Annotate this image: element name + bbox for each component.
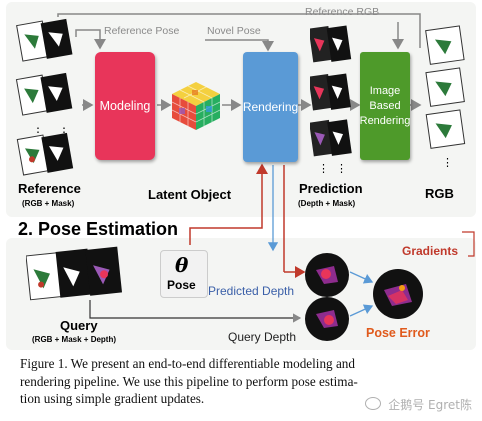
query-thumbnails — [25, 244, 126, 309]
predicted-depth-circle — [304, 252, 350, 303]
gradients-label: Gradients — [402, 244, 459, 258]
theta-icon: θ — [175, 253, 189, 277]
reference-pose-label: Reference Pose — [104, 25, 180, 37]
figure-caption: Figure 1. We present an end-to-end diffe… — [20, 355, 470, 408]
cube-icon — [170, 80, 222, 137]
pose-estimation-title: 2. Pose Estimation — [18, 219, 179, 239]
latent-object-label: Latent Object — [148, 187, 232, 202]
caption-line-3: tion using simple gradient updates. — [20, 391, 205, 406]
svg-text:⋮: ⋮ — [318, 163, 329, 175]
reference-sub-label: (RGB + Mask) — [22, 199, 75, 208]
ibr-label: Image Based Rendering — [359, 84, 411, 127]
reference-rgb-label: Reference RGB — [305, 6, 380, 18]
pose-theta-box — [160, 250, 208, 298]
pose-error-circle — [372, 268, 424, 325]
reference-label: Reference — [18, 181, 81, 196]
query-depth-circle — [304, 296, 350, 347]
modeling-label: Modeling — [99, 99, 151, 113]
reference-thumbnails: ⋮ ⋮ — [14, 18, 84, 178]
rendering-label: Rendering — [242, 100, 299, 114]
prediction-label: Prediction — [299, 181, 363, 196]
rgb-thumbnails: ⋮ — [424, 24, 472, 179]
novel-pose-label: Novel Pose — [207, 25, 261, 37]
query-sub-label: (RGB + Mask + Depth) — [32, 335, 117, 344]
query-label: Query — [60, 318, 98, 333]
rendering-block: Rendering — [243, 52, 298, 162]
modeling-block: Modeling — [95, 52, 155, 160]
rgb-label: RGB — [425, 186, 454, 201]
pose-label: Pose — [167, 278, 196, 292]
prediction-thumbnails: ⋮ ⋮ — [308, 22, 355, 185]
watermark-text: 企鹅号 Egret陈 — [388, 398, 472, 412]
wechat-logo-icon — [365, 397, 382, 410]
caption-line-2: rendering pipeline. We use this pipeline… — [20, 373, 358, 389]
svg-text:⋮: ⋮ — [442, 157, 453, 169]
caption-line-1: Figure 1. We present an end-to-end diffe… — [20, 356, 355, 371]
pose-error-label: Pose Error — [366, 326, 430, 340]
ibr-block: Image Based Rendering — [360, 52, 410, 160]
prediction-sub-label: (Depth + Mask) — [298, 199, 356, 208]
predicted-depth-label: Predicted Depth — [208, 284, 295, 298]
query-depth-label: Query Depth — [228, 330, 297, 344]
watermark: 企鹅号 Egret陈 — [365, 396, 472, 413]
svg-text:⋮: ⋮ — [336, 163, 347, 175]
